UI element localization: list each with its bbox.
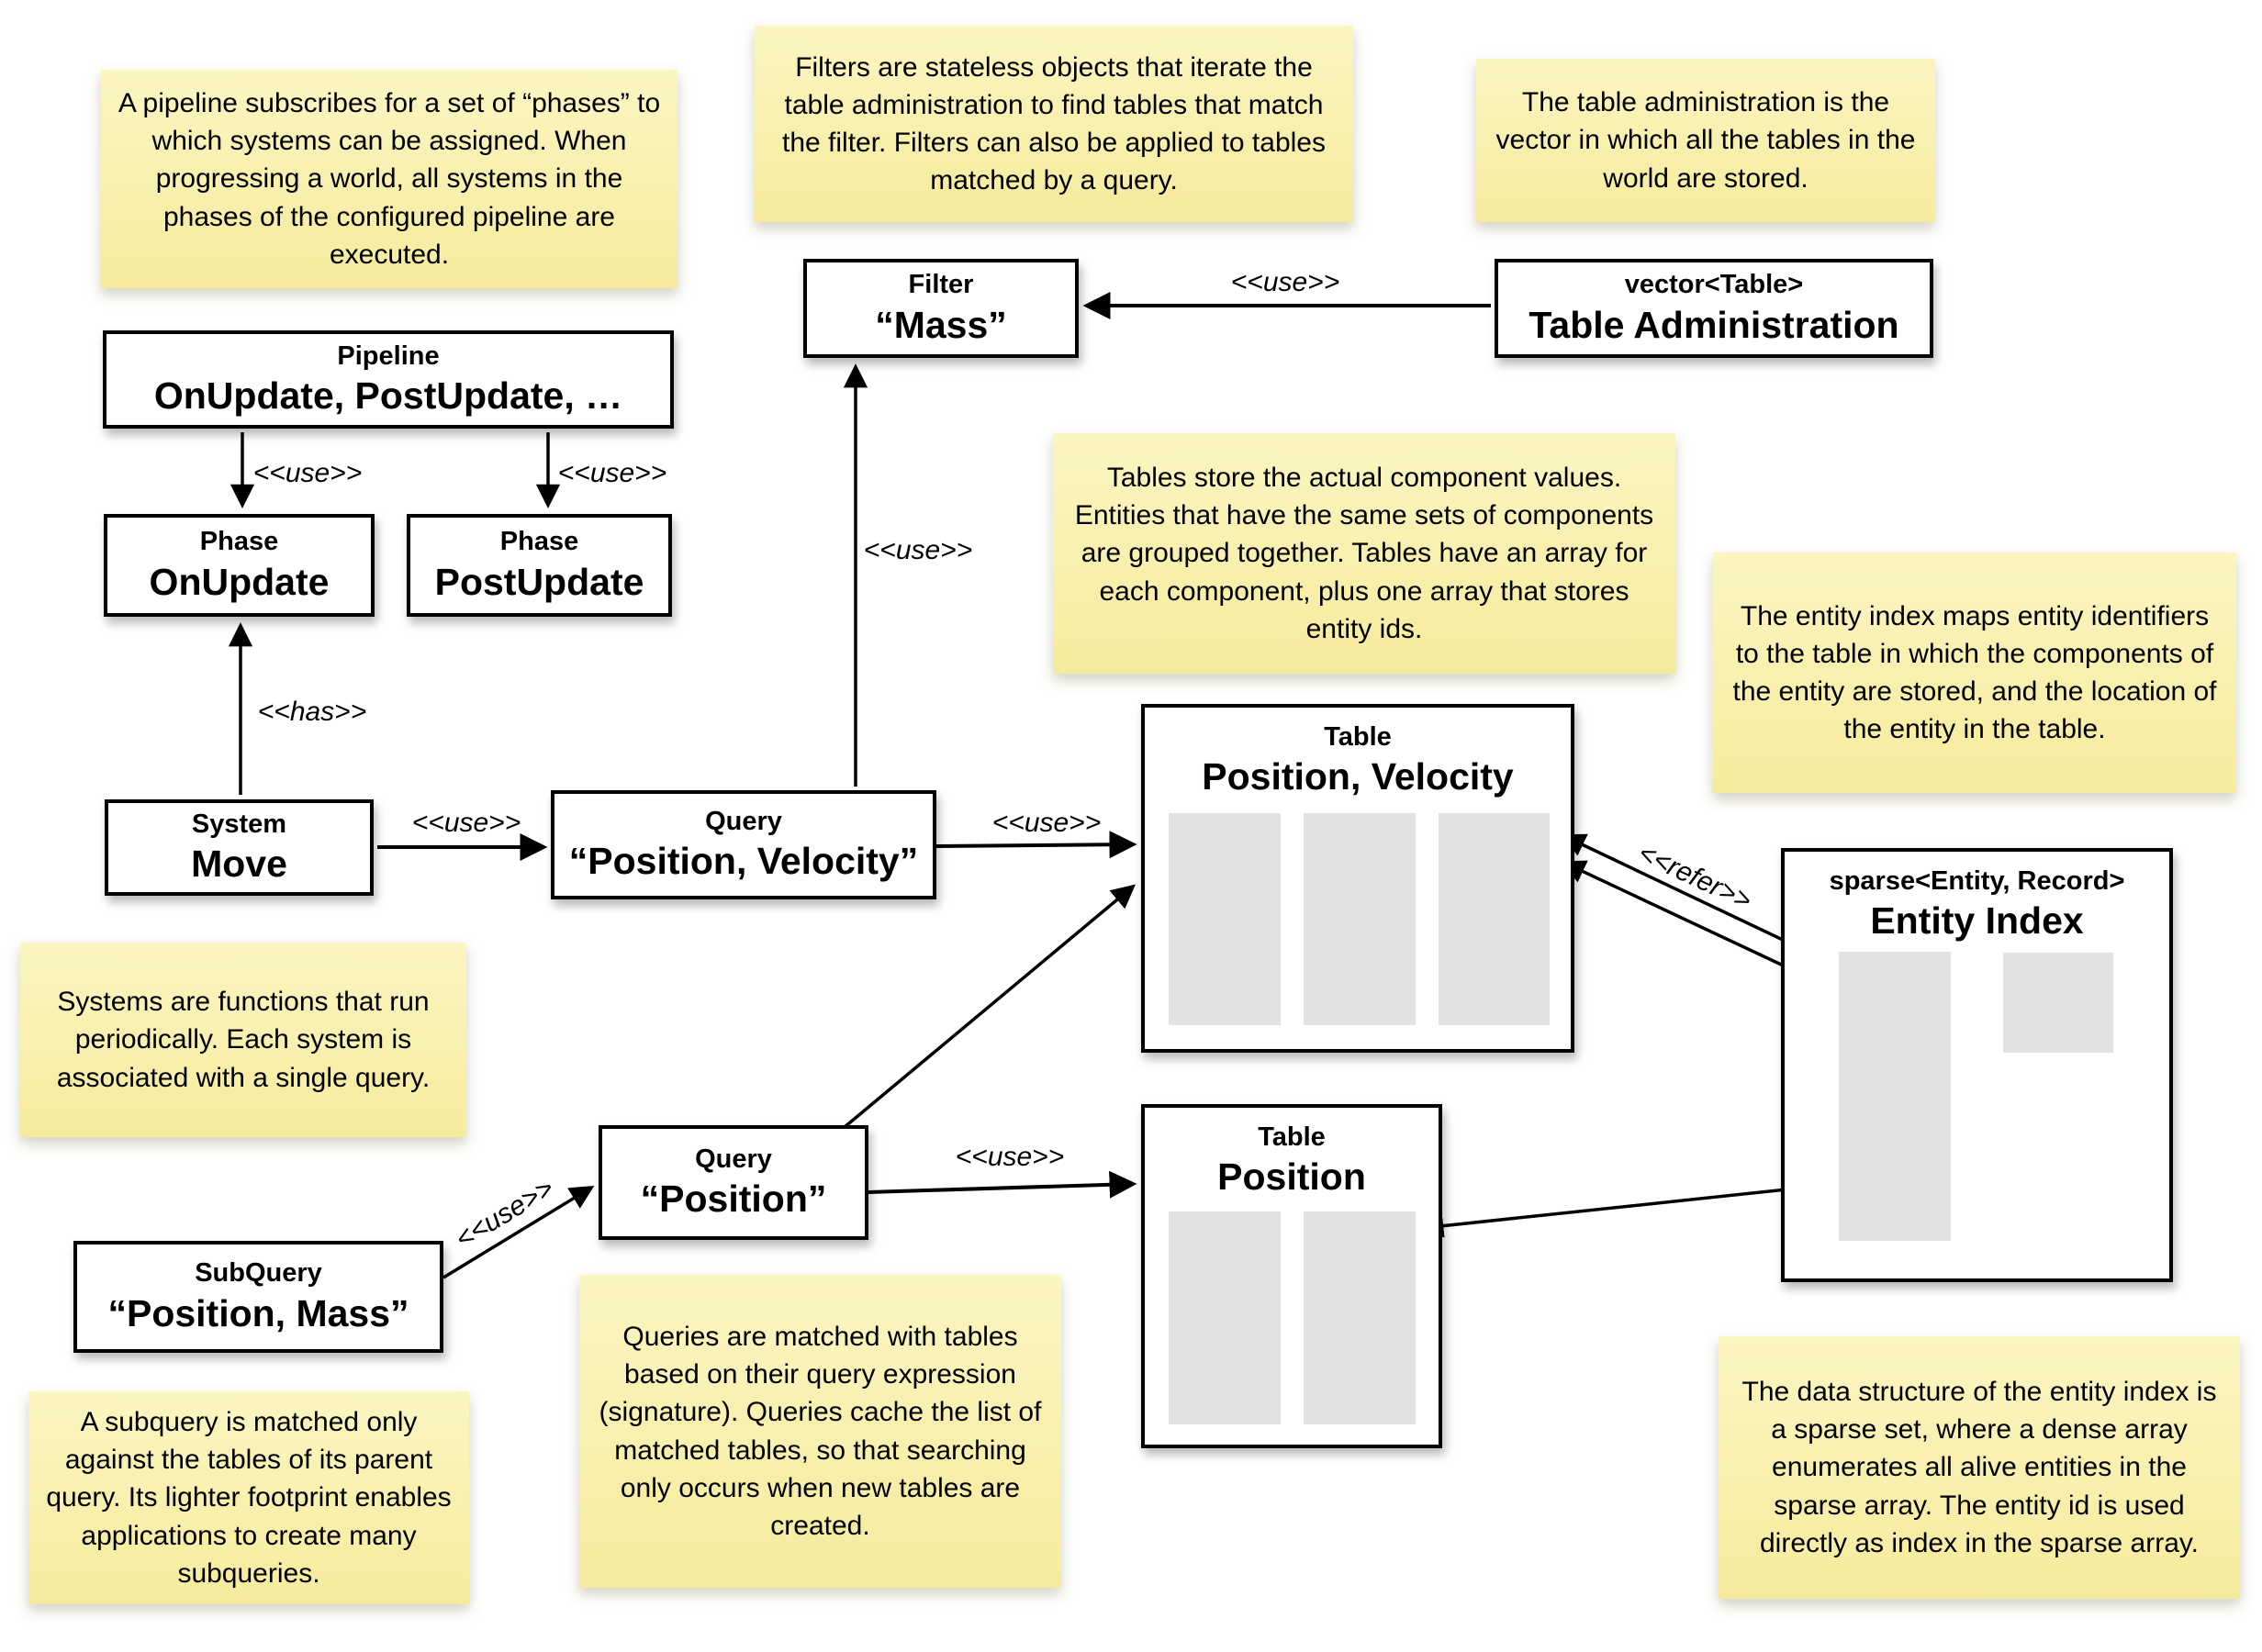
component-array-slot (1169, 1211, 1281, 1424)
component-array-slot (1439, 813, 1550, 1025)
node-query-pv-stereotype: Query (705, 806, 782, 836)
note-tables: Tables store the actual component values… (1053, 433, 1675, 674)
node-query-pos-name: “Position” (640, 1178, 827, 1221)
node-entity-index-stereotype: sparse<Entity, Record> (1829, 866, 2125, 896)
edge-label-use-pipeline-postupdate: <<use>> (557, 458, 667, 488)
edge-query-pos-to-table-pv (843, 884, 1137, 1129)
node-table-admin-stereotype: vector<Table> (1624, 270, 1804, 300)
dense-array-slot (2003, 953, 2113, 1053)
edge-subquery-to-query-pos (442, 1185, 595, 1279)
node-query-pv-name: “Position, Velocity” (568, 840, 919, 883)
node-table-pos-name: Position (1217, 1155, 1366, 1199)
node-entity-index-name: Entity Index (1870, 899, 2084, 943)
edge-label-use-admin-filter: <<use>> (1230, 267, 1340, 297)
node-table-pv-name: Position, Velocity (1202, 755, 1514, 798)
node-filter-mass-name: “Mass” (875, 303, 1007, 346)
edge-label-use-query-filter: <<use>> (863, 535, 973, 565)
note-table-administration: The table administration is the vector i… (1476, 59, 1935, 222)
node-phase-onupdate-stereotype: Phase (199, 527, 279, 557)
node-system-move-stereotype: System (191, 809, 287, 839)
node-table-administration: vector<Table> Table Administration (1495, 259, 1933, 358)
node-system-move: System Move (105, 799, 374, 896)
node-phase-onupdate-name: OnUpdate (149, 560, 330, 603)
node-pipeline: Pipeline OnUpdate, PostUpdate, … (103, 330, 674, 429)
node-subquery-stereotype: SubQuery (195, 1258, 322, 1289)
node-query-position-velocity: Query “Position, Velocity” (551, 790, 936, 899)
edge-label-use-system-query: <<use>> (411, 808, 521, 838)
node-query-pos-stereotype: Query (695, 1144, 772, 1174)
node-table-admin-name: Table Administration (1529, 303, 1899, 346)
node-table-pos-stereotype: Table (1258, 1122, 1326, 1152)
node-subquery-name: “Position, Mass” (107, 1291, 409, 1334)
edge-label-has-system-phase: <<has>> (257, 697, 367, 727)
component-array-slot (1304, 813, 1416, 1025)
edge-query-pv-to-table-pv (935, 831, 1137, 859)
note-queries: Queries are matched with tables based on… (579, 1275, 1061, 1588)
node-table-position: Table Position (1141, 1104, 1442, 1448)
node-system-move-name: Move (191, 843, 287, 886)
node-pipeline-stereotype: Pipeline (337, 340, 440, 371)
node-filter-mass-stereotype: Filter (908, 270, 974, 300)
node-subquery: SubQuery “Position, Mass” (73, 1241, 443, 1353)
node-phase-postupdate-name: PostUpdate (434, 560, 644, 603)
node-table-position-velocity: Table Position, Velocity (1141, 704, 1574, 1053)
edge-query-pos-to-table-pos (868, 1170, 1137, 1199)
edge-entity-index-to-table-pos (1419, 1182, 1840, 1238)
note-entity-index: The entity index maps entity identifiers… (1713, 553, 2236, 793)
edge-label-use-query-table-pv: <<use>> (991, 808, 1102, 838)
node-phase-postupdate: Phase PostUpdate (407, 514, 672, 617)
note-sparse-set: The data structure of the entity index i… (1719, 1336, 2240, 1599)
component-array-slot (1169, 813, 1281, 1025)
node-pipeline-name: OnUpdate, PostUpdate, … (153, 374, 623, 418)
edge-label-use-pipeline-onupdate: <<use>> (252, 458, 363, 488)
note-pipeline: A pipeline subscribes for a set of “phas… (101, 70, 677, 288)
note-systems: Systems are functions that run periodica… (20, 943, 466, 1137)
node-query-position: Query “Position” (599, 1125, 868, 1240)
node-filter-mass: Filter “Mass” (803, 259, 1079, 358)
note-subquery: A subquery is matched only against the t… (28, 1391, 469, 1604)
sparse-array-slot (1839, 952, 1951, 1241)
edge-label-use-query-table-pos: <<use>> (955, 1142, 1065, 1172)
node-phase-onupdate: Phase OnUpdate (104, 514, 375, 617)
node-table-pv-stereotype: Table (1324, 722, 1392, 752)
note-filters: Filters are stateless objects that itera… (755, 26, 1353, 222)
component-array-slot (1304, 1211, 1416, 1424)
node-entity-index: sparse<Entity, Record> Entity Index (1781, 848, 2173, 1282)
node-phase-postupdate-stereotype: Phase (499, 527, 579, 557)
